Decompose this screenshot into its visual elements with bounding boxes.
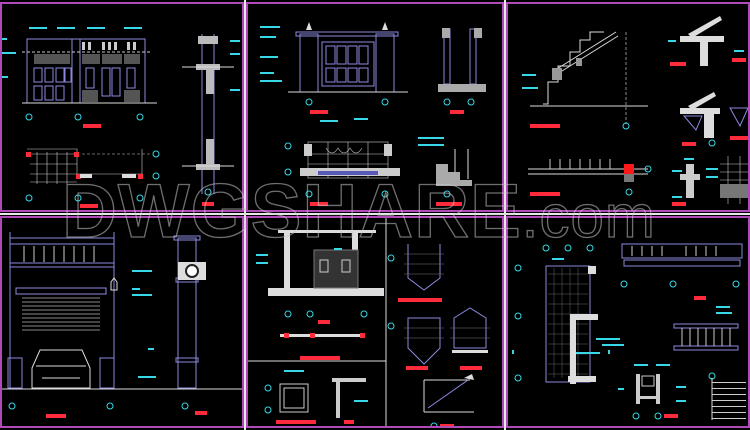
- drawing-gate-elevation-1: [2, 27, 240, 208]
- drawing-floor-plan-balustrade: [512, 243, 746, 420]
- watermark-suffix: .com: [521, 183, 656, 250]
- drawing-garage-gate: [2, 232, 242, 418]
- panel-gate-elevation-1: [0, 2, 244, 212]
- divider-horizontal: [0, 213, 750, 215]
- divider-vertical-1: [244, 0, 246, 430]
- watermark-main: DWGSHARE: [61, 169, 522, 254]
- panel-stair-and-details: [506, 2, 750, 212]
- drawing-stair-and-details: [522, 16, 748, 206]
- drawing-wall-details: [248, 218, 490, 426]
- panel-floor-plan-balustrade: [506, 216, 750, 428]
- watermark: DWGSHARE.com: [61, 173, 656, 250]
- drawing-gate-elevation-2: [260, 22, 486, 206]
- panel-gate-elevation-2: [246, 2, 504, 212]
- panel-garage-gate: [0, 216, 244, 428]
- divider-vertical-2: [504, 0, 506, 430]
- panel-wall-details: [246, 216, 504, 428]
